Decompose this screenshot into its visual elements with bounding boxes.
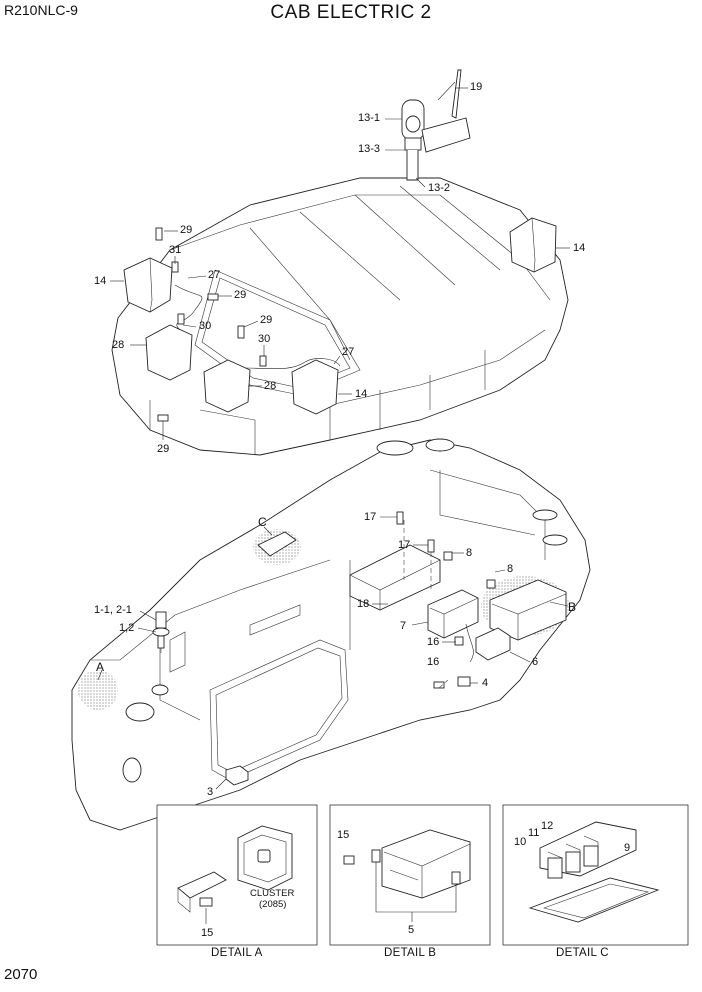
- callout-detail-b: B: [568, 600, 577, 614]
- callout-8-b: 8: [507, 563, 514, 575]
- callout-31: 31: [169, 244, 182, 256]
- callout-1-2: 1,2: [119, 622, 135, 634]
- callout-29-mid: 29: [234, 289, 247, 301]
- callout-19: 19: [470, 81, 483, 93]
- detail-a-cluster-ref: (2085): [259, 899, 287, 910]
- harness-lower: [465, 623, 474, 663]
- converter-6: [475, 627, 511, 661]
- callout-13-1: 13-1: [358, 112, 381, 124]
- work-lamp-center: [145, 324, 339, 415]
- callout-30-center: 30: [258, 333, 271, 345]
- detail-c-callout-12: 12: [541, 820, 554, 832]
- callout-14-bottom: 14: [355, 388, 368, 400]
- callout-28-left: 28: [112, 339, 125, 351]
- controller-18: [349, 544, 441, 611]
- work-lamp-right: [509, 217, 557, 273]
- detail-c-callout-9: 9: [624, 842, 631, 854]
- detail-c-title: DETAIL C: [556, 947, 609, 959]
- callout-30-left: 30: [199, 320, 212, 332]
- callout-8-a: 8: [466, 547, 473, 559]
- bolts-lower: [396, 511, 496, 689]
- callout-16-a: 16: [427, 636, 440, 648]
- detail-a-box: [156, 804, 318, 946]
- callout-detail-c: C: [258, 515, 267, 529]
- detail-b-title: DETAIL B: [384, 947, 437, 959]
- detail-c-box: [502, 804, 689, 946]
- detail-a-callout-15: 15: [201, 927, 214, 939]
- detail-b-callout-5: 5: [408, 924, 415, 936]
- callout-4: 4: [482, 677, 489, 689]
- page-title: CAB ELECTRIC 2: [270, 2, 432, 23]
- detail-a-title: DETAIL A: [211, 947, 263, 959]
- callout-13-2: 13-2: [428, 182, 451, 194]
- connector-4: [457, 676, 471, 687]
- callout-detail-a: A: [96, 660, 105, 674]
- callout-29-bottom: 29: [157, 443, 170, 455]
- callout-17-a: 17: [364, 511, 377, 523]
- amplifier-7: [427, 589, 479, 639]
- callout-17-b: 17: [398, 539, 411, 551]
- callout-14-left: 14: [94, 275, 107, 287]
- switch-panel: [257, 531, 297, 557]
- callout-3: 3: [207, 786, 214, 798]
- callout-28-center: 28: [264, 380, 277, 392]
- detail-c-callout-10: 10: [514, 836, 527, 848]
- callout-18: 18: [357, 598, 370, 610]
- callout-7: 7: [400, 620, 407, 632]
- detail-b-box: [329, 804, 491, 946]
- model-code: R210NLC-9: [4, 2, 78, 18]
- detail-a-region: [78, 670, 118, 710]
- callout-13-3: 13-3: [358, 143, 381, 155]
- detail-b-callout-15: 15: [337, 829, 350, 841]
- callout-14-right: 14: [573, 242, 586, 254]
- detail-c-callout-11: 11: [528, 827, 540, 839]
- callout-29-center: 29: [260, 314, 273, 326]
- callout-1-1-2-1: 1-1, 2-1: [94, 604, 132, 616]
- cab-interior: [71, 438, 591, 831]
- callout-6: 6: [532, 656, 539, 668]
- leader-lines: [97, 87, 570, 790]
- detail-a-cluster-label: CLUSTER: [250, 888, 295, 899]
- callout-27-top: 27: [208, 269, 221, 281]
- beacon-lamp: [401, 69, 471, 181]
- callout-16-b: 16: [427, 656, 440, 668]
- harness-27-right: [244, 358, 341, 370]
- radio-unit: [489, 579, 567, 641]
- harness-27-left: [174, 284, 203, 331]
- callout-29-top: 29: [180, 224, 193, 236]
- page-number: 2070: [4, 966, 38, 983]
- bolts-upper: [155, 227, 267, 422]
- callout-27-right: 27: [342, 346, 355, 358]
- work-lamp-left: [123, 257, 173, 313]
